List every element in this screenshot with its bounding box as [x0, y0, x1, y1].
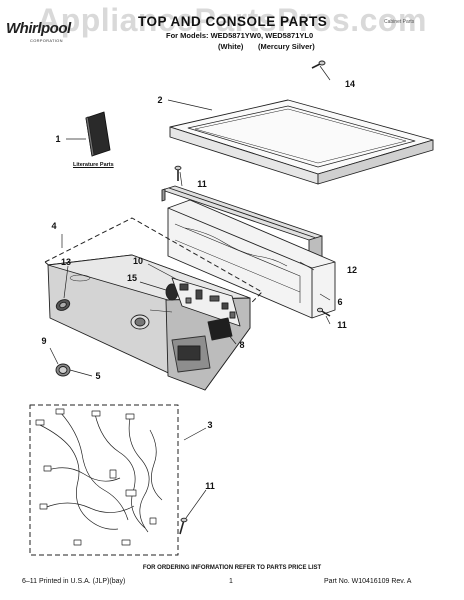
color-white-label: (White) [218, 42, 244, 51]
part-number: Part No. W10416109 Rev. A [324, 578, 412, 585]
brand-logo-subtitle: CORPORATION [30, 38, 63, 43]
console-back-housing [167, 199, 336, 319]
screw-11-right [316, 307, 331, 317]
callout-3[interactable]: 3 [207, 420, 213, 430]
callout-9[interactable]: 9 [41, 336, 47, 346]
top-panel [169, 99, 434, 185]
leader-lines [49, 65, 331, 519]
callout-15[interactable]: 15 [126, 273, 137, 283]
brand-logo: Whirlpool [6, 20, 71, 37]
callout-11-upper[interactable]: 11 [197, 179, 207, 189]
screw-11-lower [179, 517, 188, 535]
callout-11-right[interactable]: 11 [337, 320, 347, 330]
literature-parts-label: Literature Parts [73, 162, 114, 168]
wire-harness [35, 408, 163, 546]
console-assembly-outline [44, 217, 263, 377]
display-lens [207, 317, 233, 341]
screw-11-upper [174, 165, 182, 181]
callout-14[interactable]: 14 [344, 79, 355, 89]
document-category: Cabinet Parts [384, 19, 415, 25]
callout-2[interactable]: 2 [157, 95, 163, 105]
print-info: 6–11 Printed in U.S.A. (JLP)(bay) [22, 578, 126, 585]
screw-14 [311, 60, 326, 69]
page-number: 1 [229, 578, 233, 585]
color-silver-label: (Mercury Silver) [258, 42, 315, 51]
model-list: For Models: WED5871YW0, WED5871YL0 [166, 31, 314, 40]
callout-10[interactable]: 10 [132, 256, 143, 266]
ordering-note: FOR ORDERING INFORMATION REFER TO PARTS … [142, 565, 322, 571]
wire-harness-outline [29, 404, 179, 556]
page-title: TOP AND CONSOLE PARTS [138, 14, 328, 29]
knob-9 [55, 363, 71, 377]
callout-6[interactable]: 6 [337, 297, 343, 307]
literature-booklet [85, 111, 111, 157]
callout-8[interactable]: 8 [239, 340, 245, 350]
callout-1[interactable]: 1 [55, 134, 61, 144]
control-board [171, 277, 241, 327]
callout-13[interactable]: 13 [60, 257, 71, 267]
callout-4[interactable]: 4 [51, 221, 57, 231]
callout-12[interactable]: 12 [346, 265, 357, 275]
callout-11-lower[interactable]: 11 [205, 481, 215, 491]
callout-5[interactable]: 5 [95, 371, 101, 381]
badge-13 [55, 299, 71, 311]
